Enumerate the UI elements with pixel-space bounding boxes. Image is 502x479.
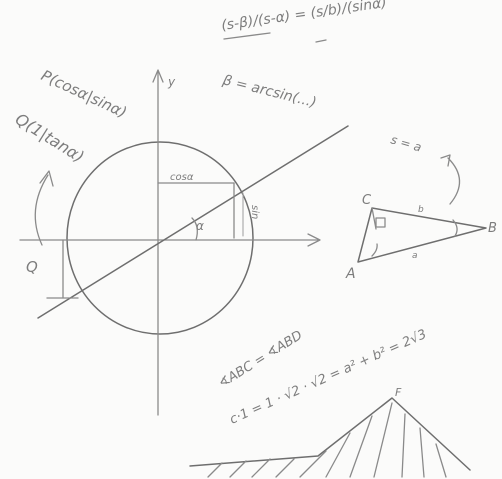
- triangle-angle-b: [452, 219, 458, 237]
- hatched-shape: [189, 397, 471, 478]
- formula-fraction: (s-β)/(s-α) = (s/b)/(sinα): [220, 0, 387, 34]
- sin-label: sin: [249, 205, 260, 219]
- triangle-label-c: C: [362, 193, 372, 208]
- y-axis-arrow-icon: [152, 69, 164, 83]
- unit-circle: [66, 141, 254, 335]
- triangle-side-a: a: [412, 251, 418, 261]
- triangle-label-b: B: [488, 221, 497, 236]
- point-p-label: P(cosα|sinα): [38, 66, 129, 121]
- left-curved-arrow: [34, 174, 49, 246]
- triangle-angle-a: [371, 243, 378, 257]
- point-q-label: Q(1|tanα): [12, 109, 88, 166]
- triangle: [357, 207, 487, 263]
- identity-text: c·1 = 1 · √2 · √2 = a² + b² = 2√3: [228, 327, 429, 428]
- x-axis-arrow-icon: [307, 233, 321, 247]
- point-q-short-label: Q: [26, 258, 38, 276]
- right-angle-marker: [375, 217, 386, 228]
- triangle-label-a: A: [345, 266, 356, 282]
- hatch-label: F: [395, 386, 402, 399]
- angle-ray: [37, 125, 349, 319]
- formula-side: s = a: [389, 132, 423, 154]
- right-curved-arrow: [447, 157, 461, 205]
- y-axis-label: y: [167, 75, 176, 89]
- angle-arc: [191, 217, 198, 241]
- triangle-height: [371, 207, 377, 230]
- alpha-label: α: [196, 219, 204, 233]
- cos-label: cosα: [170, 172, 194, 183]
- left-arrowhead-icon: [39, 170, 54, 187]
- right-arrowhead-icon: [440, 154, 451, 167]
- fraction-bar: [223, 32, 271, 40]
- angle-equality-text: ∢ABC = ∢ABD: [216, 328, 305, 391]
- fraction-bar-small: [315, 39, 327, 43]
- triangle-side-b: b: [418, 205, 424, 215]
- formula-beta: β = arcsin(...): [220, 72, 318, 111]
